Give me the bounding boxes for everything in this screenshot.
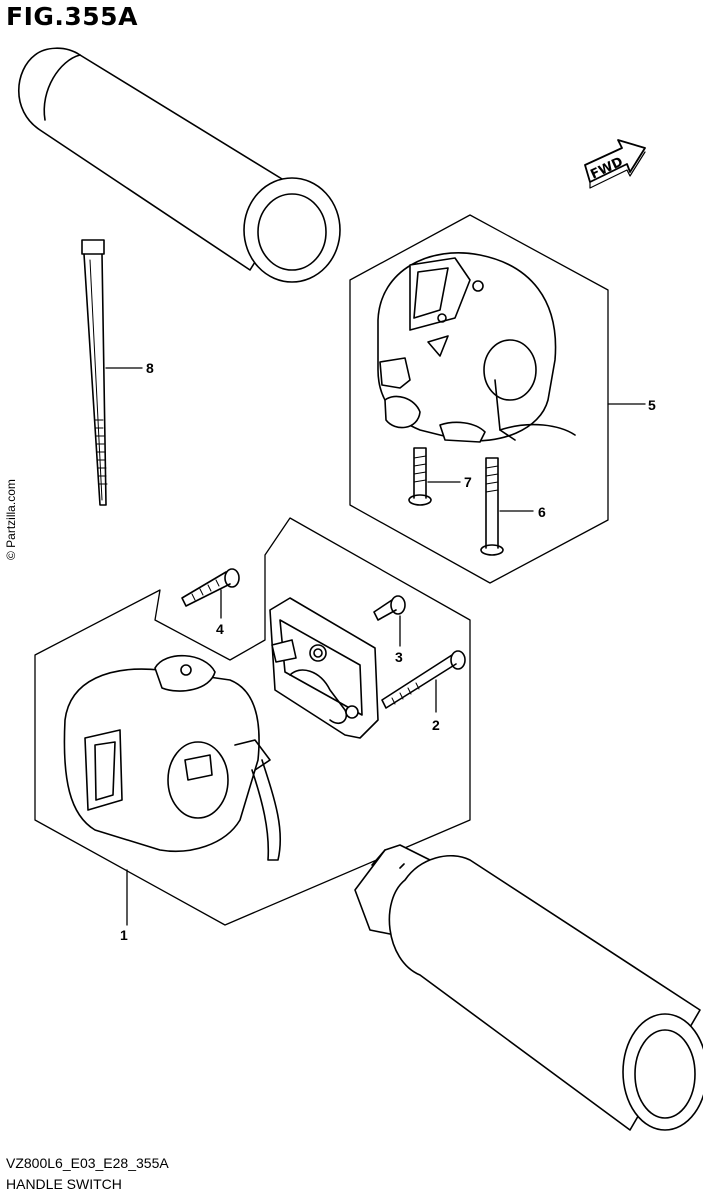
callout-6: 6 bbox=[538, 504, 546, 520]
watermark: © Partzilla.com bbox=[4, 479, 18, 560]
figure-title: FIG.355A bbox=[6, 2, 138, 31]
right-handlebar-switch[interactable] bbox=[377, 252, 576, 443]
right-switch-assembly-box bbox=[349, 214, 646, 584]
cable-tie[interactable] bbox=[81, 239, 143, 506]
diagram-code: VZ800L6_E03_E28_355A bbox=[6, 1155, 169, 1171]
callout-7: 7 bbox=[464, 474, 472, 490]
callout-3: 3 bbox=[395, 649, 403, 665]
right-handlebar-throttle-grip[interactable] bbox=[354, 844, 703, 1131]
diagram-name: HANDLE SWITCH bbox=[6, 1176, 122, 1192]
callout-4: 4 bbox=[216, 621, 224, 637]
left-handlebar-grip[interactable] bbox=[18, 47, 341, 283]
callout-5: 5 bbox=[648, 397, 656, 413]
screw-2[interactable] bbox=[381, 650, 466, 713]
screw-6[interactable] bbox=[480, 457, 534, 556]
callout-8: 8 bbox=[146, 360, 154, 376]
screw-4[interactable] bbox=[181, 568, 240, 619]
callout-1: 1 bbox=[120, 927, 128, 943]
left-switch-assembly-box bbox=[34, 517, 471, 926]
fwd-direction-badge: FWD bbox=[584, 139, 646, 189]
screw-7[interactable] bbox=[408, 447, 461, 506]
screw-3[interactable] bbox=[373, 595, 406, 647]
callout-2: 2 bbox=[432, 717, 440, 733]
left-handlebar-switch[interactable] bbox=[63, 654, 282, 861]
switch-bracket-plate[interactable] bbox=[269, 597, 379, 739]
